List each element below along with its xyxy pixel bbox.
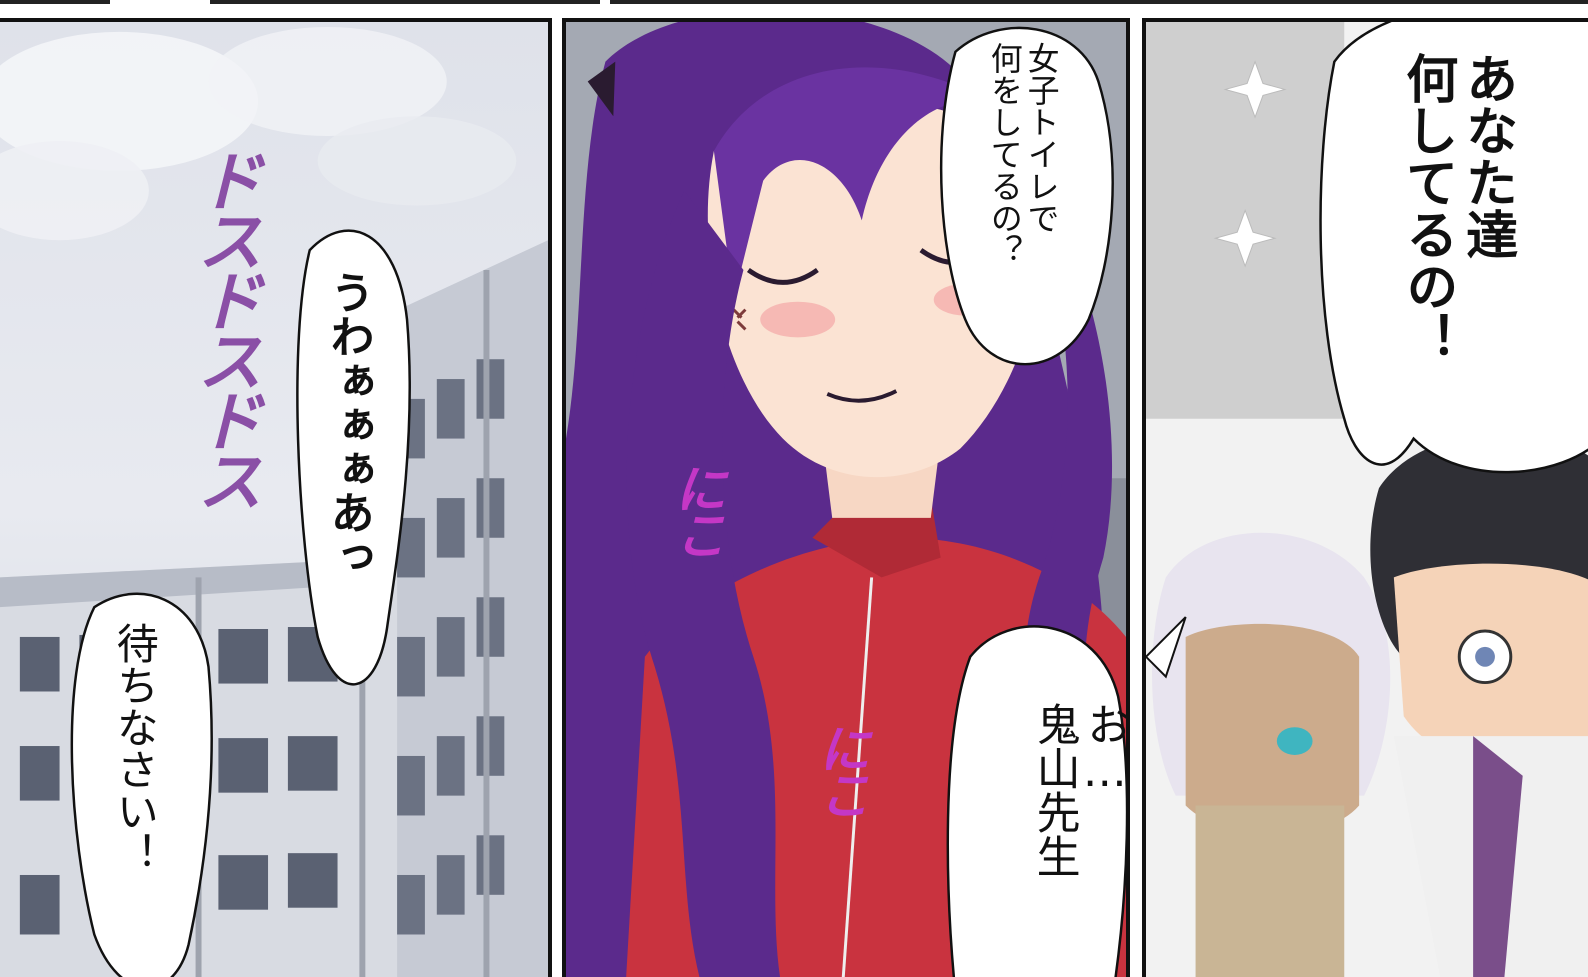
- question-dialogue: 女子トイレで 何をしてるの？: [985, 42, 1061, 266]
- wait-dialogue: 待ちなさい！: [110, 622, 160, 874]
- panel-border-fragment: [610, 0, 1588, 4]
- teacher-illustration: [566, 22, 1126, 977]
- panel-border-fragment: [210, 0, 600, 4]
- footsteps-sfx: ドスドスドス: [186, 147, 263, 507]
- panel-teacher-smiling: 女子トイレで 何をしてるの？ お… 鬼山先生 にこ にこ: [562, 18, 1130, 977]
- panel-boys-startled: あなた達 何してるの！: [1142, 18, 1588, 977]
- shout-dialogue: あなた達 何してるの！: [1396, 52, 1517, 364]
- panel-school-building: うわぁぁぁあっ 待ちなさい！ ドスドスドス: [0, 18, 552, 977]
- panel-border-fragment: [0, 0, 110, 4]
- school-building-illustration: [0, 22, 548, 977]
- smile-sfx: にこ: [665, 462, 725, 554]
- boys-illustration: [1146, 22, 1588, 977]
- oniyama-dialogue: お… 鬼山先生: [1028, 702, 1130, 878]
- previous-row-edge: [0, 0, 1588, 10]
- smile-sfx: にこ: [809, 722, 869, 814]
- scream-dialogue: うわぁぁぁあっ: [322, 270, 374, 578]
